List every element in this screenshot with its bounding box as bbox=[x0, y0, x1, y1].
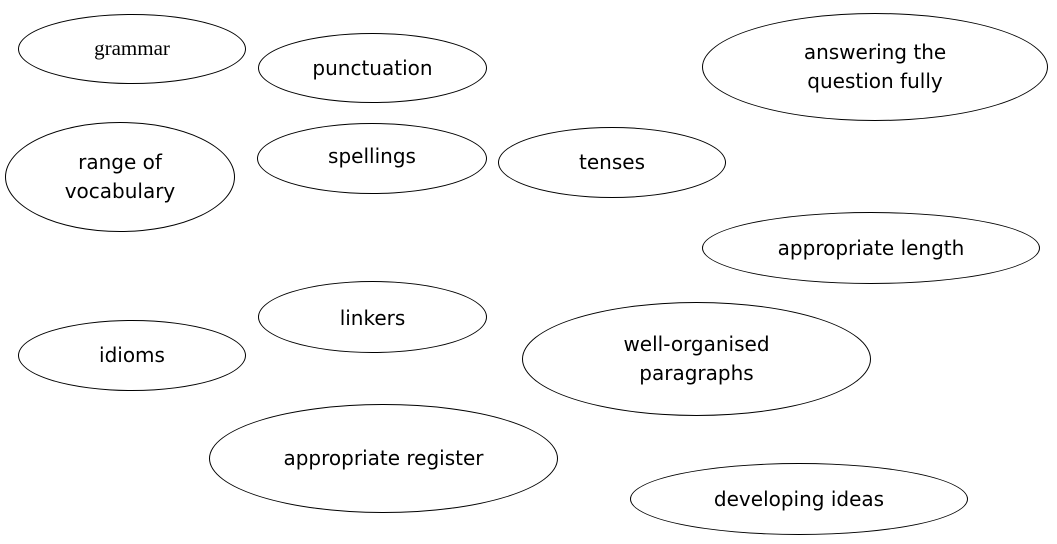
bubble-punctuation: punctuation bbox=[258, 33, 487, 103]
bubble-appropriate-register-label: appropriate register bbox=[283, 446, 484, 470]
bubble-tenses: tenses bbox=[498, 127, 726, 198]
bubble-answering-question-fully-label: answering the question fully bbox=[803, 40, 947, 93]
bubble-appropriate-length: appropriate length bbox=[702, 212, 1040, 284]
bubble-well-organised-paragraphs-label: well-organised paragraphs bbox=[623, 332, 770, 385]
bubble-punctuation-label: punctuation bbox=[312, 55, 433, 80]
bubble-developing-ideas-label: developing ideas bbox=[713, 486, 885, 511]
bubble-answering-question-fully: answering the question fully bbox=[702, 13, 1048, 121]
bubble-idioms-label: idioms bbox=[99, 343, 165, 367]
bubble-spellings: spellings bbox=[257, 123, 487, 194]
bubble-idioms: idioms bbox=[18, 320, 246, 391]
bubble-range-of-vocabulary: range of vocabulary bbox=[5, 122, 235, 232]
bubble-developing-ideas: developing ideas bbox=[630, 463, 968, 535]
bubble-range-of-vocabulary-label: range of vocabulary bbox=[64, 150, 176, 203]
bubble-grammar-label: grammar bbox=[94, 35, 170, 60]
bubble-appropriate-register: appropriate register bbox=[209, 404, 558, 513]
bubble-appropriate-length-label: appropriate length bbox=[777, 235, 965, 260]
bubble-grammar: grammar bbox=[18, 14, 246, 84]
bubble-linkers: linkers bbox=[258, 281, 487, 353]
bubble-tenses-label: tenses bbox=[579, 150, 645, 174]
bubble-well-organised-paragraphs: well-organised paragraphs bbox=[522, 302, 871, 416]
bubble-linkers-label: linkers bbox=[339, 305, 406, 330]
bubble-spellings-label: spellings bbox=[328, 144, 416, 168]
